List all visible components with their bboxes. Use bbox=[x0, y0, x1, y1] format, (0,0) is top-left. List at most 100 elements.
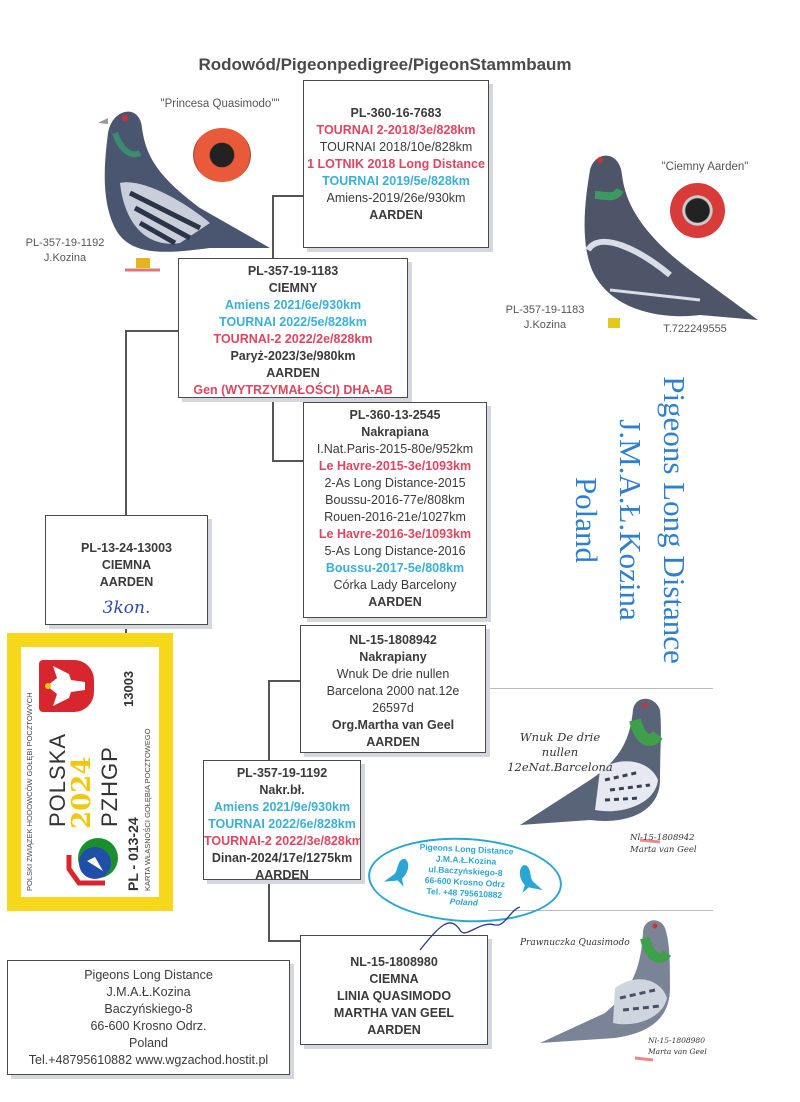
pigeon-icon bbox=[584, 155, 758, 328]
connector-line bbox=[125, 330, 127, 515]
pedigree-line: Paryż-2023/3e/980km bbox=[230, 349, 356, 363]
eye-photo bbox=[193, 128, 251, 182]
pigeon-owner: J.Kozina bbox=[43, 252, 87, 264]
stamp-pigeon-icon bbox=[383, 858, 409, 887]
brand-line: Poland bbox=[569, 476, 604, 564]
connector-line bbox=[272, 195, 303, 197]
pedigree-line: Amiens 2021/6e/930km bbox=[224, 298, 362, 312]
pedigree-line: AARDEN bbox=[367, 1023, 421, 1037]
pedigree-line: I.Nat.Paris-2015-80e/952km bbox=[316, 442, 474, 456]
pedigree-line: PL-13-24-13003 bbox=[80, 541, 173, 555]
connector-line bbox=[268, 940, 300, 942]
divider-line bbox=[488, 910, 713, 911]
pigeon-caption-line: 12eNat.Barcelona bbox=[507, 760, 613, 774]
pedigree-line: CIEMNA bbox=[101, 558, 152, 572]
divider-line bbox=[488, 688, 713, 689]
pigeon-photo-ciemny-aarden bbox=[560, 150, 760, 340]
pigeon-icon bbox=[520, 698, 663, 844]
pedigree-line: TOURNAI 2022/5e/828km bbox=[219, 315, 367, 329]
pigeon-caption-line: Wnuk De drie nullen bbox=[519, 730, 601, 759]
pzhgp-logo-icon bbox=[65, 833, 123, 891]
pedigree-line: Le Havre-2015-3e/1093km bbox=[318, 459, 472, 473]
pedigree-line: AARDEN bbox=[99, 575, 154, 589]
pigeon-ring-number: Nl-15-1808980 bbox=[648, 1036, 705, 1045]
handwritten-note: 3kon. bbox=[102, 598, 151, 618]
card-number: 13003 bbox=[121, 670, 136, 707]
pedigree-line: CIEMNA bbox=[369, 972, 419, 986]
page-title: Rodowód/Pigeonpedigree/PigeonStammbaum bbox=[198, 55, 572, 74]
pedigree-line: PL-357-19-1192 bbox=[236, 766, 328, 780]
pedigree-line: Barcelona 2000 nat.12e bbox=[326, 684, 460, 698]
card-ring: PL - 013-24 bbox=[125, 817, 141, 891]
card-org: POLSKI ZWIĄZEK HODOWCÓW GOŁĘBI POCZTOWYC… bbox=[25, 692, 34, 891]
eye-photo bbox=[670, 183, 725, 238]
pedigree-line: Tel.+48795610882 www.wgzachod.hostit.pl bbox=[28, 1053, 269, 1067]
connector-line bbox=[268, 880, 270, 940]
pedigree-line: TOURNAI 2018/10e/828km bbox=[319, 140, 473, 154]
pedigree-line: Nakrapiana bbox=[361, 425, 429, 439]
ownership-card: POLSKI ZWIĄZEK HODOWCÓW GOŁĘBI POCZTOWYC… bbox=[7, 633, 173, 911]
pedigree-line: Org.Martha van Geel bbox=[331, 718, 455, 732]
pigeon-photo-prawnuczka-quasimodo bbox=[535, 918, 705, 1078]
pigeon-icon bbox=[98, 111, 270, 272]
connector-line bbox=[272, 460, 303, 462]
pedigree-line: Wnuk De drie nullen bbox=[336, 667, 450, 681]
pigeon-owner: Marta van Geel bbox=[630, 845, 697, 855]
connector-line bbox=[125, 330, 178, 332]
pedigree-line: TOURNAI 2-2018/3e/828km bbox=[316, 123, 476, 137]
pigeon-ring-number: PL-357-19-1183 bbox=[505, 304, 585, 316]
pigeon-ring-number: PL-357-19-1192 bbox=[25, 237, 105, 249]
pedigree-line: 66-600 Krosno Odrz. bbox=[90, 1019, 207, 1033]
connector-line bbox=[272, 398, 274, 460]
pedigree-line: NL-15-1808980 bbox=[350, 955, 438, 969]
pedigree-line: Amiens-2019/26e/930km bbox=[326, 191, 466, 205]
pedigree-line: 1 LOTNIK 2018 Long Distance bbox=[307, 157, 485, 171]
pedigree-line: AARDEN bbox=[369, 208, 423, 222]
pedigree-line: AARDEN bbox=[266, 366, 320, 380]
pigeon-ring-number: Nl-15-1808942 bbox=[630, 833, 695, 843]
owner-stamp: Pigeons Long Distance J.M.A.Ł.Kozina ul.… bbox=[365, 832, 565, 928]
pedigree-line: Amiens 2021/9e/930km bbox=[213, 800, 351, 814]
connector-line bbox=[268, 680, 300, 682]
brand-line: J.M.A.Ł.Kozina bbox=[613, 419, 648, 621]
pedigree-line: AARDEN bbox=[368, 595, 422, 609]
pedigree-line: NL-15-1808942 bbox=[349, 633, 437, 647]
pedigree-line: 26597d bbox=[372, 701, 414, 715]
pedigree-line: TOURNAI-2 2022/3e/828km bbox=[204, 834, 361, 848]
pedigree-line: PL-357-19-1183 bbox=[247, 264, 339, 278]
connector-line bbox=[268, 680, 270, 760]
pedigree-line: CIEMNY bbox=[268, 281, 318, 295]
pigeon-caption: Prawnuczka Quasimodo bbox=[520, 938, 630, 948]
pigeon-code: T.722249555 bbox=[663, 323, 727, 335]
pedigree-line: PL-360-13-2545 bbox=[349, 408, 441, 422]
pedigree-line: Córka Lady Barcelony bbox=[333, 578, 457, 592]
pedigree-line: Dinan-2024/17e/1275km bbox=[211, 851, 353, 865]
connector-line bbox=[272, 195, 274, 258]
pigeon-icon bbox=[540, 920, 672, 1062]
pigeon-photo-wnuk-de-drie-nullen bbox=[510, 690, 700, 870]
emblem-icon bbox=[39, 660, 94, 712]
pedigree-line: Le Havre-2016-3e/1093km bbox=[318, 527, 472, 541]
pedigree-line: Boussu-2017-5e/808km bbox=[325, 561, 465, 575]
brand-vertical-text: Pigeons Long Distance J.M.A.Ł.Kozina Pol… bbox=[564, 355, 696, 685]
pigeon-caption: Wnuk De drie nullen 12eNat.Barcelona bbox=[500, 730, 620, 775]
pigeon-ring: PL-357-19-1183 J.Kozina bbox=[500, 303, 590, 333]
pedigree-line: MARTHA VAN GEEL bbox=[333, 1006, 455, 1020]
pedigree-line: Nakrapiany bbox=[359, 650, 427, 664]
pigeon-name: "Ciemny Aarden" bbox=[661, 161, 749, 173]
pedigree-line: Rouen-2016-21e/1027km bbox=[324, 510, 466, 524]
pedigree-line: Gen (WYTRZYMAŁOŚCI) DHA-AB bbox=[193, 383, 393, 397]
pigeon-ring: Nl-15-1808942 Marta van Geel bbox=[630, 832, 710, 856]
pedigree-line: LINIA QUASIMODO bbox=[336, 989, 452, 1003]
pedigree-line: Nakr.bł. bbox=[259, 783, 305, 797]
pedigree-line: AARDEN bbox=[255, 868, 309, 880]
stamp-pigeon-icon bbox=[519, 865, 543, 894]
pedigree-line: 2-As Long Distance-2015 bbox=[324, 476, 466, 490]
pedigree-line: TOURNAI-2 2022/2e/828km bbox=[213, 332, 373, 346]
